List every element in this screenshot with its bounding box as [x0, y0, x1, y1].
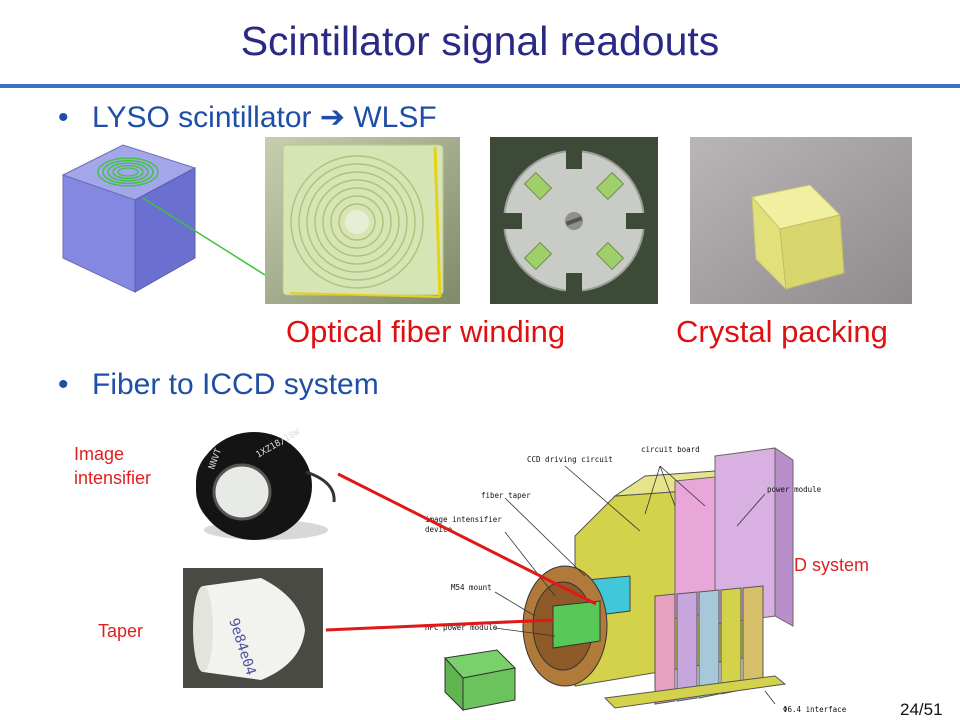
slide-title: Scintillator signal readouts [240, 18, 720, 64]
taper-photo: 9e84e04 [183, 568, 323, 688]
bullet-dot: • [58, 101, 69, 134]
page-number: 24/51 [900, 700, 943, 719]
connector-intensifier [337, 472, 597, 606]
iccd-system-diagram: CCD driving circuit circuit board fiber … [425, 445, 847, 714]
bullet-fiber-iccd: • Fiber to ICCD system [58, 368, 379, 402]
connector-taper [325, 618, 554, 632]
caption-fiber-winding: Optical fiber winding [286, 314, 566, 349]
label-ccd-driving-circuit: CCD driving circuit [527, 455, 613, 464]
label-hpc-power-module: HPC power module [425, 623, 498, 632]
label-circuit-board: circuit board [641, 445, 700, 454]
label-intensifier-device-1: image intensifier [425, 515, 502, 524]
fiber-winding-photo [265, 137, 460, 304]
caption-crystal-packing: Crystal packing [676, 314, 888, 349]
label-taper: Taper [98, 621, 144, 641]
crystal-packing-photo [690, 137, 912, 304]
bullet-fiber-iccd-text: Fiber to ICCD system [92, 368, 379, 401]
label-power-module: power module [767, 485, 822, 494]
lyso-cube-diagram [61, 144, 266, 293]
label-m54-mount: M54 mount [451, 583, 492, 592]
crystal-holder-photo [490, 137, 658, 304]
label-fiber-taper: fiber taper [481, 491, 531, 500]
label-image-intensifier: Image intensifier [74, 444, 152, 488]
bullet-lyso: • LYSO scintillator ➔ WLSF [58, 100, 437, 135]
title-divider [0, 84, 960, 88]
bullet-lyso-text: LYSO scintillator ➔ WLSF [92, 101, 437, 134]
image-intensifier-photo: 1XZ18/18W NNVT [186, 412, 346, 544]
label-intensifier-device-2: device [425, 525, 453, 534]
label-interface: Φ6.4 interface [783, 705, 847, 714]
bullet-dot: • [58, 368, 69, 401]
